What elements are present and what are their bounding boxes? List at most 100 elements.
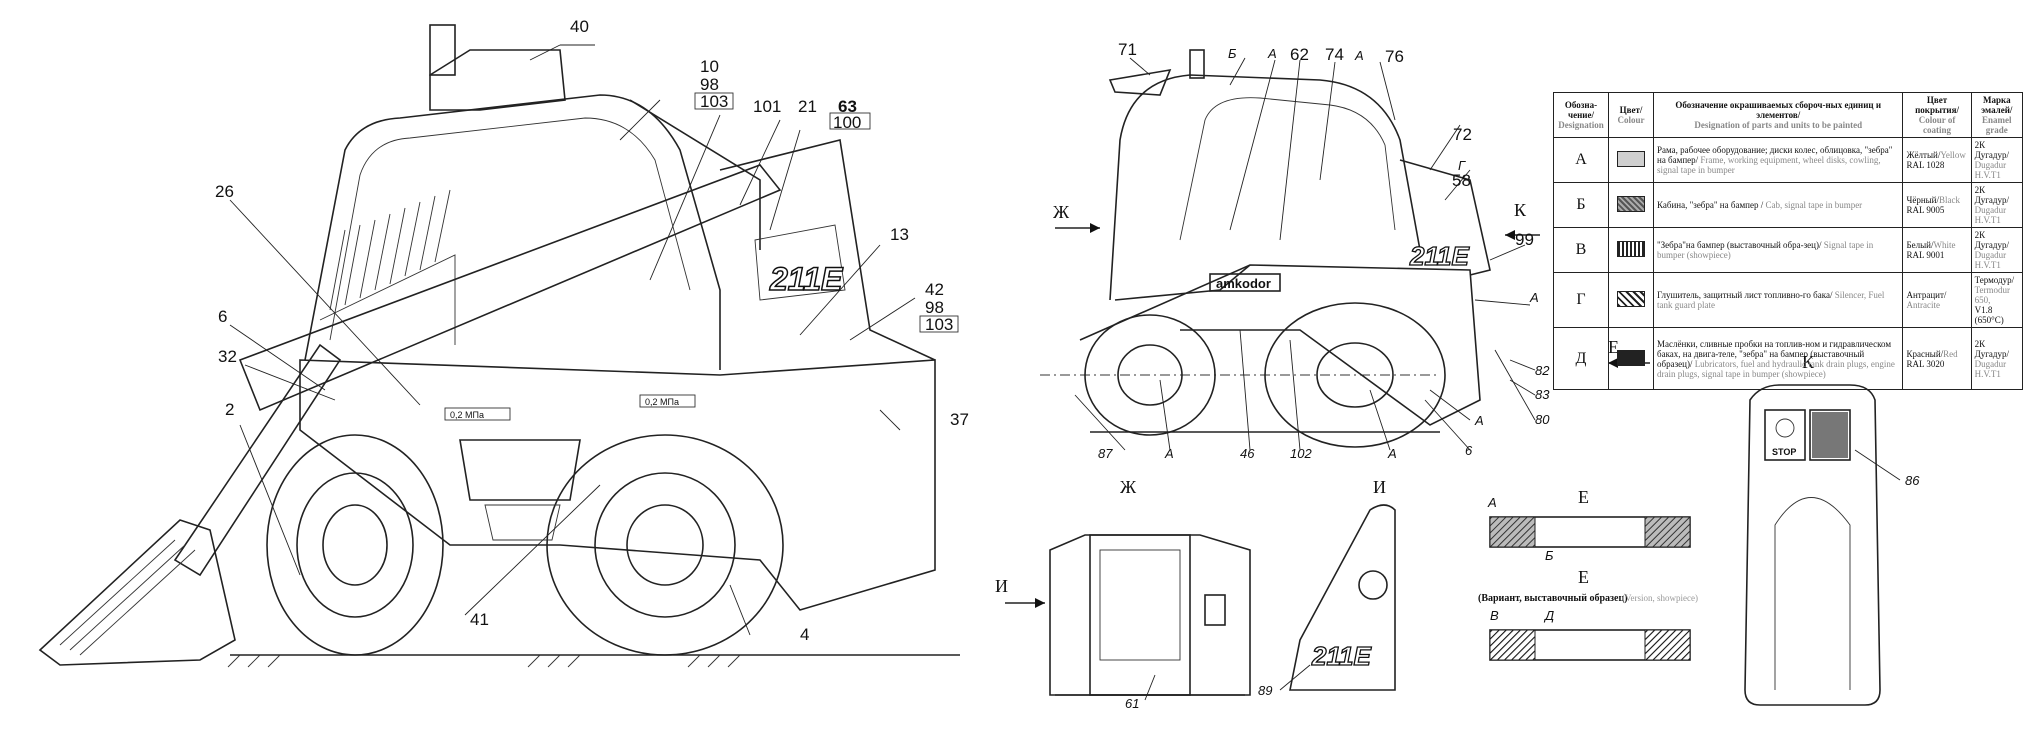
section-e1-A: А (1487, 495, 1497, 510)
legend-header-colour: Цвет/Colour (1608, 92, 1654, 138)
side-callout-87: 87 (1098, 446, 1113, 461)
side-callout-A3: А (1529, 290, 1539, 305)
pressure-decal-2: 0,2 МПа (645, 397, 679, 407)
side-callout-A1: А (1267, 46, 1277, 61)
legend-row: Д Маслёнки, сливные пробки на топлив-ном… (1553, 327, 2024, 390)
callout-42: 42 (925, 280, 944, 299)
side-callout-62: 62 (1290, 45, 1309, 64)
legend-swatch (1608, 182, 1654, 228)
legend-grade: 2К Дугадур/Dugadur H.V.T1 (1970, 182, 2024, 228)
section-e2-note-en: (Version, showpiece) (1622, 593, 1698, 603)
callout-26: 26 (215, 182, 234, 201)
callout-6: 6 (218, 307, 227, 326)
legend-parts: "Зебра"на бампер (выставочный обра-зец)/… (1652, 227, 1904, 273)
side-callout-K: К (1514, 200, 1527, 220)
side-callout-A5: А (1387, 446, 1397, 461)
legend-row: В "Зебра"на бампер (выставочный обра-зец… (1553, 227, 2024, 273)
side-callout-G: Г (1458, 158, 1466, 173)
model-badge-main: 211E (769, 261, 844, 297)
side-callout-102: 102 (1290, 446, 1312, 461)
callout-103-top: 103 (700, 92, 728, 111)
legend-code: Г (1553, 272, 1609, 328)
section-e2-D: Д (1543, 608, 1554, 623)
legend-parts: Рама, рабочее оборудование; диски колес,… (1652, 137, 1904, 183)
callout-103-mid: 103 (925, 315, 953, 334)
side-callout-99: 99 (1515, 230, 1534, 249)
legend-swatch (1608, 272, 1654, 328)
legend-grade: 2К Дугадур/Dugadur H.V.T1 (1970, 327, 2024, 390)
callout-100: 100 (833, 113, 861, 132)
side-view: amkodor 211E 71 Б А 62 74 А 76 72 Г (1040, 40, 1650, 461)
view-k: К STOP 86 (1744, 352, 1920, 706)
legend-row: Б Кабина, "зебра" на бампер / Cab, signa… (1553, 182, 2024, 228)
callout-86: 86 (1905, 473, 1920, 488)
section-e1-title: Е (1578, 487, 1589, 507)
legend-code: Д (1553, 327, 1609, 390)
callout-61: 61 (1125, 696, 1139, 711)
legend-header-code: Обозна-чение/Designation (1553, 92, 1609, 138)
side-callout-74: 74 (1325, 45, 1344, 64)
side-callout-71: 71 (1118, 40, 1137, 59)
legend-row: Г Глушитель, защитный лист топливно-го б… (1553, 272, 2024, 328)
view-i-arrow-label: И (995, 576, 1008, 596)
legend-swatch (1608, 137, 1654, 183)
callout-40: 40 (570, 17, 589, 36)
pressure-decal-1: 0,2 МПа (450, 410, 484, 420)
section-e: Е А Б Е (Вариант, выставочный образец) (… (1478, 487, 1698, 661)
stop-label: STOP (1772, 447, 1796, 457)
section-e2-V: В (1490, 608, 1499, 623)
side-callout-A2: А (1354, 48, 1364, 63)
side-callout-A6: А (1164, 446, 1174, 461)
legend-parts: Маслёнки, сливные пробки на топлив-ном и… (1652, 327, 1904, 390)
side-callout-46: 46 (1240, 446, 1255, 461)
legend-grade: 2К Дугадур/Dugadur H.V.T1 (1970, 227, 2024, 273)
model-badge-side: 211E (1409, 241, 1469, 271)
view-i-title: И (1373, 477, 1386, 497)
callout-10: 10 (700, 57, 719, 76)
callout-4: 4 (800, 625, 809, 644)
legend-header-grade: Марка эмалей/Enamel grade (1970, 92, 2024, 138)
side-callout-80: 80 (1535, 412, 1550, 427)
paint-legend-table: Обозна-чение/Designation Цвет/Colour Обо… (1553, 92, 2024, 390)
callout-32: 32 (218, 347, 237, 366)
legend-code: В (1553, 227, 1609, 273)
callout-21: 21 (798, 97, 817, 116)
side-callout-76: 76 (1385, 47, 1404, 66)
legend-parts: Глушитель, защитный лист топливно-го бак… (1652, 272, 1904, 328)
legend-header-parts: Обозначение окрашиваемых сбороч-ных един… (1652, 92, 1904, 138)
legend-grade: Термодур/Termodur 650,V1.8 (650°С) (1970, 272, 2024, 328)
view-zh-title: Ж (1120, 477, 1137, 497)
side-callout-6: 6 (1465, 443, 1473, 458)
legend-code: Б (1553, 182, 1609, 228)
callout-98-mid: 98 (925, 298, 944, 317)
front-view-zh: Ж И 61 (995, 477, 1251, 711)
brand-plate: amkodor (1216, 276, 1271, 291)
callout-101: 101 (753, 97, 781, 116)
callout-13: 13 (890, 225, 909, 244)
model-badge-view-i: 211E (1311, 641, 1371, 671)
callout-63: 63 (838, 97, 857, 116)
side-callout-B: Б (1228, 46, 1237, 61)
legend-swatch (1608, 327, 1654, 390)
legend-code: А (1553, 137, 1609, 183)
side-callout-58: 58 (1452, 171, 1471, 190)
side-callout-A4: А (1474, 413, 1484, 428)
section-e2-title: Е (1578, 567, 1589, 587)
view-i: И 211E 89 (1258, 477, 1396, 698)
section-e1-B: Б (1545, 548, 1554, 563)
legend-row: А Рама, рабочее оборудование; диски коле… (1553, 137, 2024, 183)
callout-98-top: 98 (700, 75, 719, 94)
side-callout-83: 83 (1535, 387, 1550, 402)
legend-header-row: Обозна-чение/Designation Цвет/Colour Обо… (1553, 92, 2024, 138)
callout-89: 89 (1258, 683, 1272, 698)
section-e2-note: (Вариант, выставочный образец) (1478, 593, 1628, 604)
legend-grade: 2К Дугадур/Dugadur H.V.T1 (1970, 137, 2024, 183)
callout-37: 37 (950, 410, 969, 429)
legend-parts: Кабина, "зебра" на бампер / Cab, signal … (1652, 182, 1904, 228)
main-loader-view: 0,2 МПа 0,2 МПа 211E 40 10 98 103 101 21… (38, 17, 969, 668)
